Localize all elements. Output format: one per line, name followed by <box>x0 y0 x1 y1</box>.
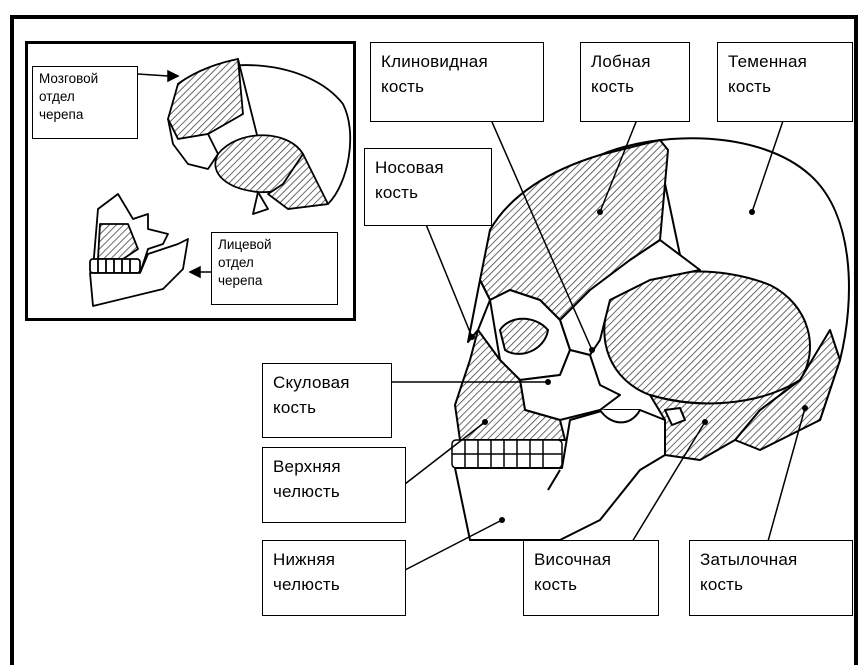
label-sphenoid: Клиновидная кость <box>370 42 544 122</box>
label-occipital: Затылочная кость <box>689 540 853 616</box>
brain-label-line2: отдел <box>39 88 131 106</box>
label-frontal: Лобная кость <box>580 42 690 122</box>
label-occipital-line2: кость <box>700 572 842 597</box>
label-nasal-line2: кость <box>375 180 481 205</box>
label-sphenoid-line1: Клиновидная <box>381 49 533 74</box>
face-label-line3: черепа <box>218 272 331 290</box>
label-temporal-line2: кость <box>534 572 648 597</box>
label-mandible-line2: челюсть <box>273 572 395 597</box>
brain-label-line1: Мозговой <box>39 70 131 88</box>
label-maxilla-line1: Верхняя <box>273 454 395 479</box>
label-zygomatic-line1: Скуловая <box>273 370 381 395</box>
label-nasal-line1: Носовая <box>375 155 481 180</box>
face-region-label: Лицевой отдел черепа <box>211 232 338 305</box>
label-occipital-line1: Затылочная <box>700 547 842 572</box>
label-frontal-line1: Лобная <box>591 49 679 74</box>
label-frontal-line2: кость <box>591 74 679 99</box>
label-zygomatic-line2: кость <box>273 395 381 420</box>
label-parietal: Теменная кость <box>717 42 853 122</box>
brain-label-line3: черепа <box>39 106 131 124</box>
brain-region-label: Мозговой отдел черепа <box>32 66 138 139</box>
label-mandible-line1: Нижняя <box>273 547 395 572</box>
face-label-line1: Лицевой <box>218 236 331 254</box>
label-temporal-line1: Височная <box>534 547 648 572</box>
label-mandible: Нижняя челюсть <box>262 540 406 616</box>
inset-panel: Мозговой отдел черепа Лицевой отдел чере… <box>25 41 356 321</box>
label-sphenoid-line2: кость <box>381 74 533 99</box>
label-maxilla-line2: челюсть <box>273 479 395 504</box>
face-label-line2: отдел <box>218 254 331 272</box>
label-maxilla: Верхняя челюсть <box>262 447 406 523</box>
label-temporal: Височная кость <box>523 540 659 616</box>
label-parietal-line2: кость <box>728 74 842 99</box>
label-parietal-line1: Теменная <box>728 49 842 74</box>
label-zygomatic: Скуловая кость <box>262 363 392 438</box>
label-nasal: Носовая кость <box>364 148 492 226</box>
